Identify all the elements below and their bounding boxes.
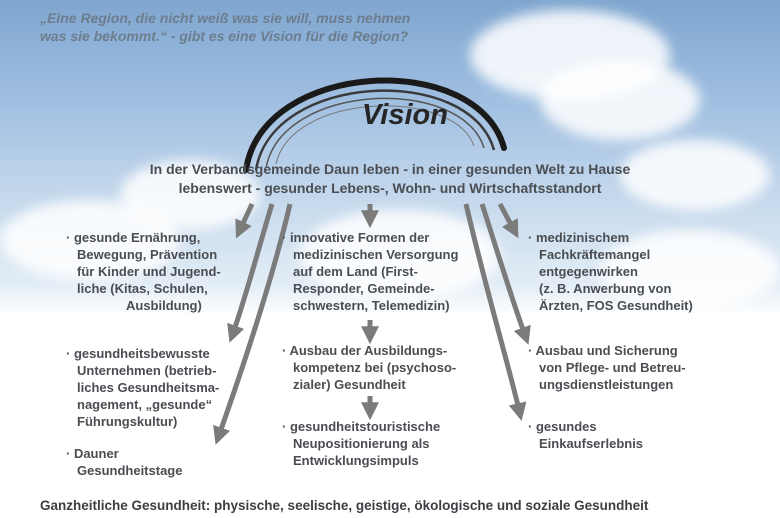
arrow-left-3	[213, 203, 293, 445]
middle-item-1: · innovative Formen der medizinischen Ve…	[282, 230, 459, 313]
right-item-3: · gesundes Einkaufserlebnis	[528, 419, 644, 451]
left-item-1: · gesunde Ernährung, Bewegung, Präventio…	[66, 230, 221, 313]
quote: „Eine Region, die nicht weiß was sie wil…	[40, 9, 480, 45]
left-item-3: · Dauner Gesundheitstage	[66, 446, 183, 478]
vision-statement-line-2: lebenswert - gesunder Lebens-, Wohn- und…	[178, 180, 602, 196]
quote-line-1: „Eine Region, die nicht weiß was sie wil…	[40, 10, 411, 26]
vision-statement-line-1: In der Verbandsgemeinde Daun leben - in …	[149, 161, 631, 177]
arrow-left-2	[227, 203, 275, 343]
arrow-right-2	[479, 203, 531, 345]
arrow-left-1	[235, 202, 255, 239]
vision-arc	[243, 77, 507, 173]
middle-item-2: · Ausbau der Ausbildungs- kompetenz bei …	[282, 343, 457, 392]
right-item-1: · medizinischem Fachkräftemangel entgege…	[528, 230, 693, 313]
arrow-right-3	[463, 203, 527, 422]
right-item-2: · Ausbau und Sicherung von Pflege- und B…	[528, 343, 686, 392]
vision-title: Vision	[362, 99, 448, 131]
left-item-2: · gesundheitsbewusste Unternehmen (betri…	[66, 346, 220, 429]
arrow-right-1	[497, 202, 519, 239]
arrows	[213, 202, 531, 445]
footer-statement: Ganzheitliche Gesundheit: physische, see…	[40, 498, 649, 513]
middle-item-3: · gesundheitstouristische Neupositionier…	[282, 419, 441, 468]
quote-line-2: was sie bekommt.“ - gibt es eine Vision …	[40, 28, 409, 44]
